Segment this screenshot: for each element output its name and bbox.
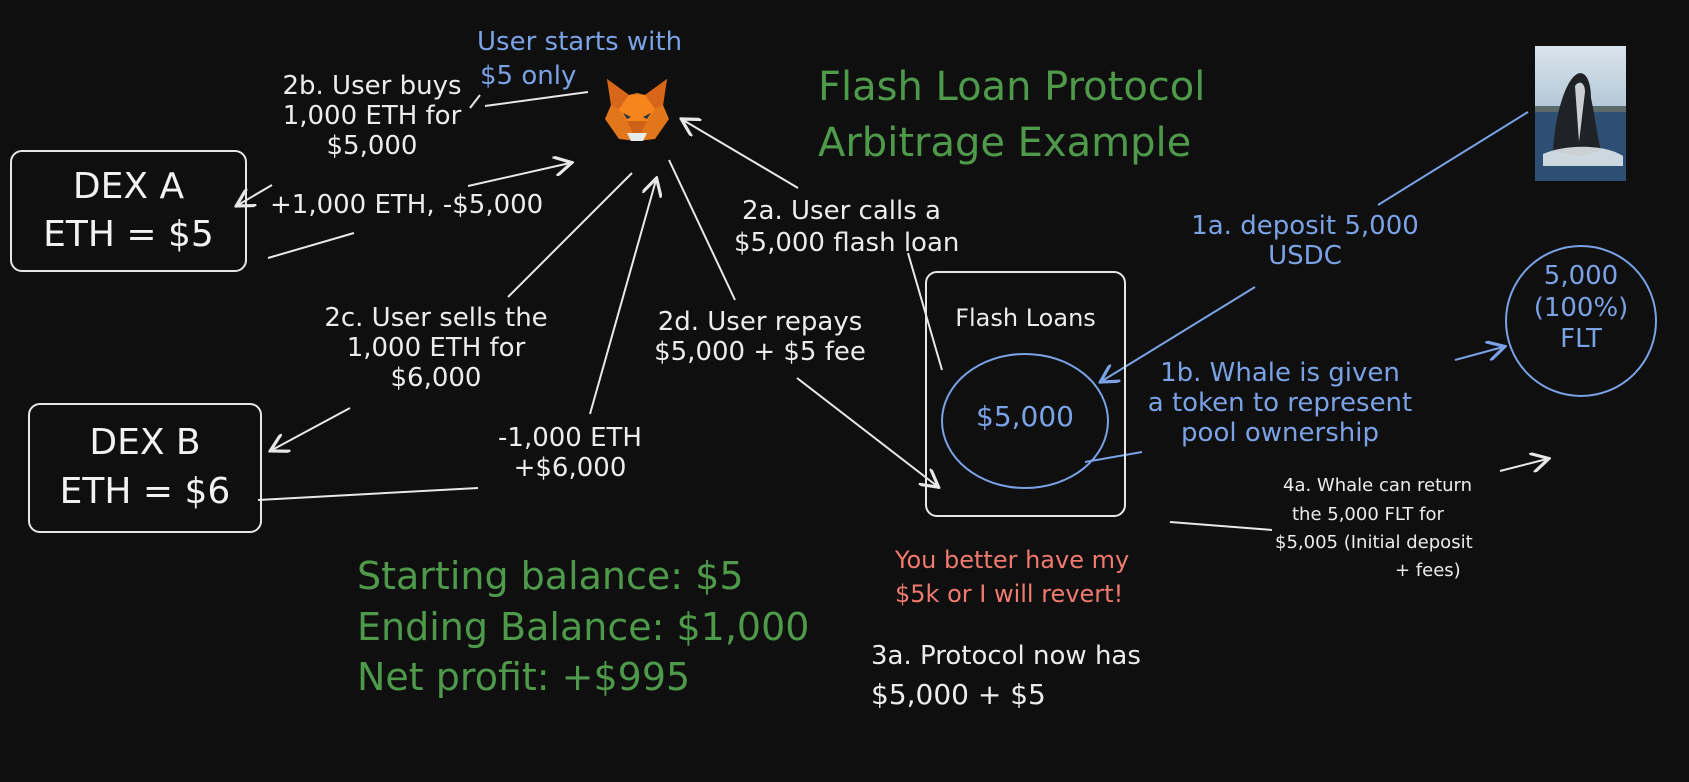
summary-profit: Net profit: +$995 bbox=[357, 655, 691, 699]
dex-b-box: DEX B ETH = $6 bbox=[28, 403, 262, 533]
arrow-to-flt bbox=[1454, 347, 1503, 361]
line-fox-to-repay bbox=[668, 159, 736, 301]
dex-a-name: DEX A bbox=[72, 166, 185, 207]
warning-line-2: $5k or I will revert! bbox=[895, 580, 1124, 608]
step-4a-line-2: the 5,000 FLT for bbox=[1292, 504, 1444, 525]
step-3a-line-1: 3a. Protocol now has bbox=[871, 641, 1141, 671]
line-pool-to-token bbox=[1084, 451, 1143, 463]
step-1b-line-2: a token to represent bbox=[1147, 387, 1413, 418]
step-2b-line-3: $5,000 bbox=[326, 130, 418, 161]
step-2c-line-3: $6,000 bbox=[390, 362, 482, 393]
step-4a-line-4: + fees) bbox=[1395, 560, 1461, 581]
step-2c-line-2: 1,000 ETH for bbox=[346, 332, 526, 363]
step-3a-line-2: $5,000 + $5 bbox=[871, 678, 1046, 711]
step-2d: 2d. User repays $5,000 + $5 fee bbox=[630, 307, 890, 368]
step-2b-line-2: 1,000 ETH for bbox=[282, 100, 462, 131]
arrow-deposit-to-pool bbox=[1102, 286, 1256, 381]
arrow-to-dex-a bbox=[238, 184, 273, 205]
line-dex-a-to-trade bbox=[267, 232, 355, 259]
flt-token-circle: 5,000 (100%) FLT bbox=[1505, 245, 1657, 397]
flash-loans-label: Flash Loans bbox=[955, 304, 1096, 332]
arrow-flash-to-fox bbox=[683, 120, 799, 189]
trade-b: -1,000 ETH +$6,000 bbox=[470, 423, 670, 484]
trade-a: +1,000 ETH, -$5,000 bbox=[270, 190, 544, 220]
trade-b-line-1: -1,000 ETH bbox=[498, 423, 642, 453]
step-1a: 1a. deposit 5,000 USDC bbox=[1170, 211, 1440, 272]
step-2d-line-1: 2d. User repays bbox=[657, 307, 863, 337]
dex-b-name: DEX B bbox=[89, 422, 201, 463]
step-1a-line-2: USDC bbox=[1268, 240, 1342, 271]
step-2d-line-2: $5,000 + $5 fee bbox=[654, 336, 866, 367]
step-4a-line-3: $5,005 (Initial deposit bbox=[1275, 532, 1473, 553]
trade-b-line-2: +$6,000 bbox=[513, 452, 627, 483]
summary-starting: Starting balance: $5 bbox=[357, 554, 744, 598]
flash-loans-box: Flash Loans $5,000 bbox=[925, 271, 1126, 517]
user-start-line-1: User starts with bbox=[477, 27, 683, 57]
pool-circle: $5,000 bbox=[941, 353, 1109, 489]
arrow-repay-to-flash bbox=[796, 377, 937, 486]
step-4a-line-1: 4a. Whale can return bbox=[1283, 475, 1473, 496]
arrow-return bbox=[1499, 459, 1547, 471]
step-2c: 2c. User sells the 1,000 ETH for $6,000 bbox=[296, 303, 576, 394]
dex-a-price: ETH = $5 bbox=[43, 214, 214, 255]
dex-a-box: DEX A ETH = $5 bbox=[10, 150, 247, 272]
dex-b-price: ETH = $6 bbox=[59, 471, 231, 512]
step-2b: 2b. User buys 1,000 ETH for $5,000 bbox=[268, 71, 476, 162]
title-line-2: Arbitrage Example bbox=[818, 120, 1192, 166]
metamask-fox-icon bbox=[601, 75, 673, 145]
step-2c-line-1: 2c. User sells the bbox=[324, 303, 548, 333]
step-2b-line-1: 2b. User buys bbox=[282, 71, 462, 101]
user-start-line-2: $5 only bbox=[480, 61, 577, 91]
step-1b: 1b. Whale is given a token to represent … bbox=[1115, 358, 1445, 449]
step-2a-line-2: $5,000 flash loan bbox=[734, 228, 960, 258]
flt-symbol: FLT bbox=[1560, 324, 1602, 355]
line-user-start bbox=[484, 91, 589, 107]
arrow-trade-a-to-fox bbox=[467, 163, 570, 187]
arrow-trade-b-to-fox bbox=[589, 180, 656, 415]
whale-photo bbox=[1535, 46, 1626, 181]
flt-amount: 5,000 bbox=[1543, 261, 1619, 291]
flt-token-text: 5,000 (100%) FLT bbox=[1507, 261, 1655, 356]
flt-percent: (100%) bbox=[1533, 292, 1629, 323]
line-fox-to-dex-a bbox=[469, 94, 481, 109]
line-dex-b-to-trade bbox=[257, 487, 479, 501]
arrow-to-dex-b bbox=[272, 407, 351, 450]
warning-line-1: You better have my bbox=[895, 546, 1130, 574]
line-fox-to-sell bbox=[507, 172, 633, 298]
pool-amount: $5,000 bbox=[976, 400, 1074, 433]
title-line-1: Flash Loan Protocol bbox=[818, 64, 1206, 110]
step-1a-line-1: 1a. deposit 5,000 bbox=[1191, 211, 1419, 241]
line-flash-to-return bbox=[1169, 521, 1273, 531]
line-whale-to-deposit bbox=[1377, 111, 1529, 206]
step-1b-line-1: 1b. Whale is given bbox=[1160, 358, 1400, 388]
summary-ending: Ending Balance: $1,000 bbox=[357, 605, 810, 649]
step-2a-line-1: 2a. User calls a bbox=[742, 196, 941, 226]
step-1b-line-3: pool ownership bbox=[1181, 417, 1379, 448]
